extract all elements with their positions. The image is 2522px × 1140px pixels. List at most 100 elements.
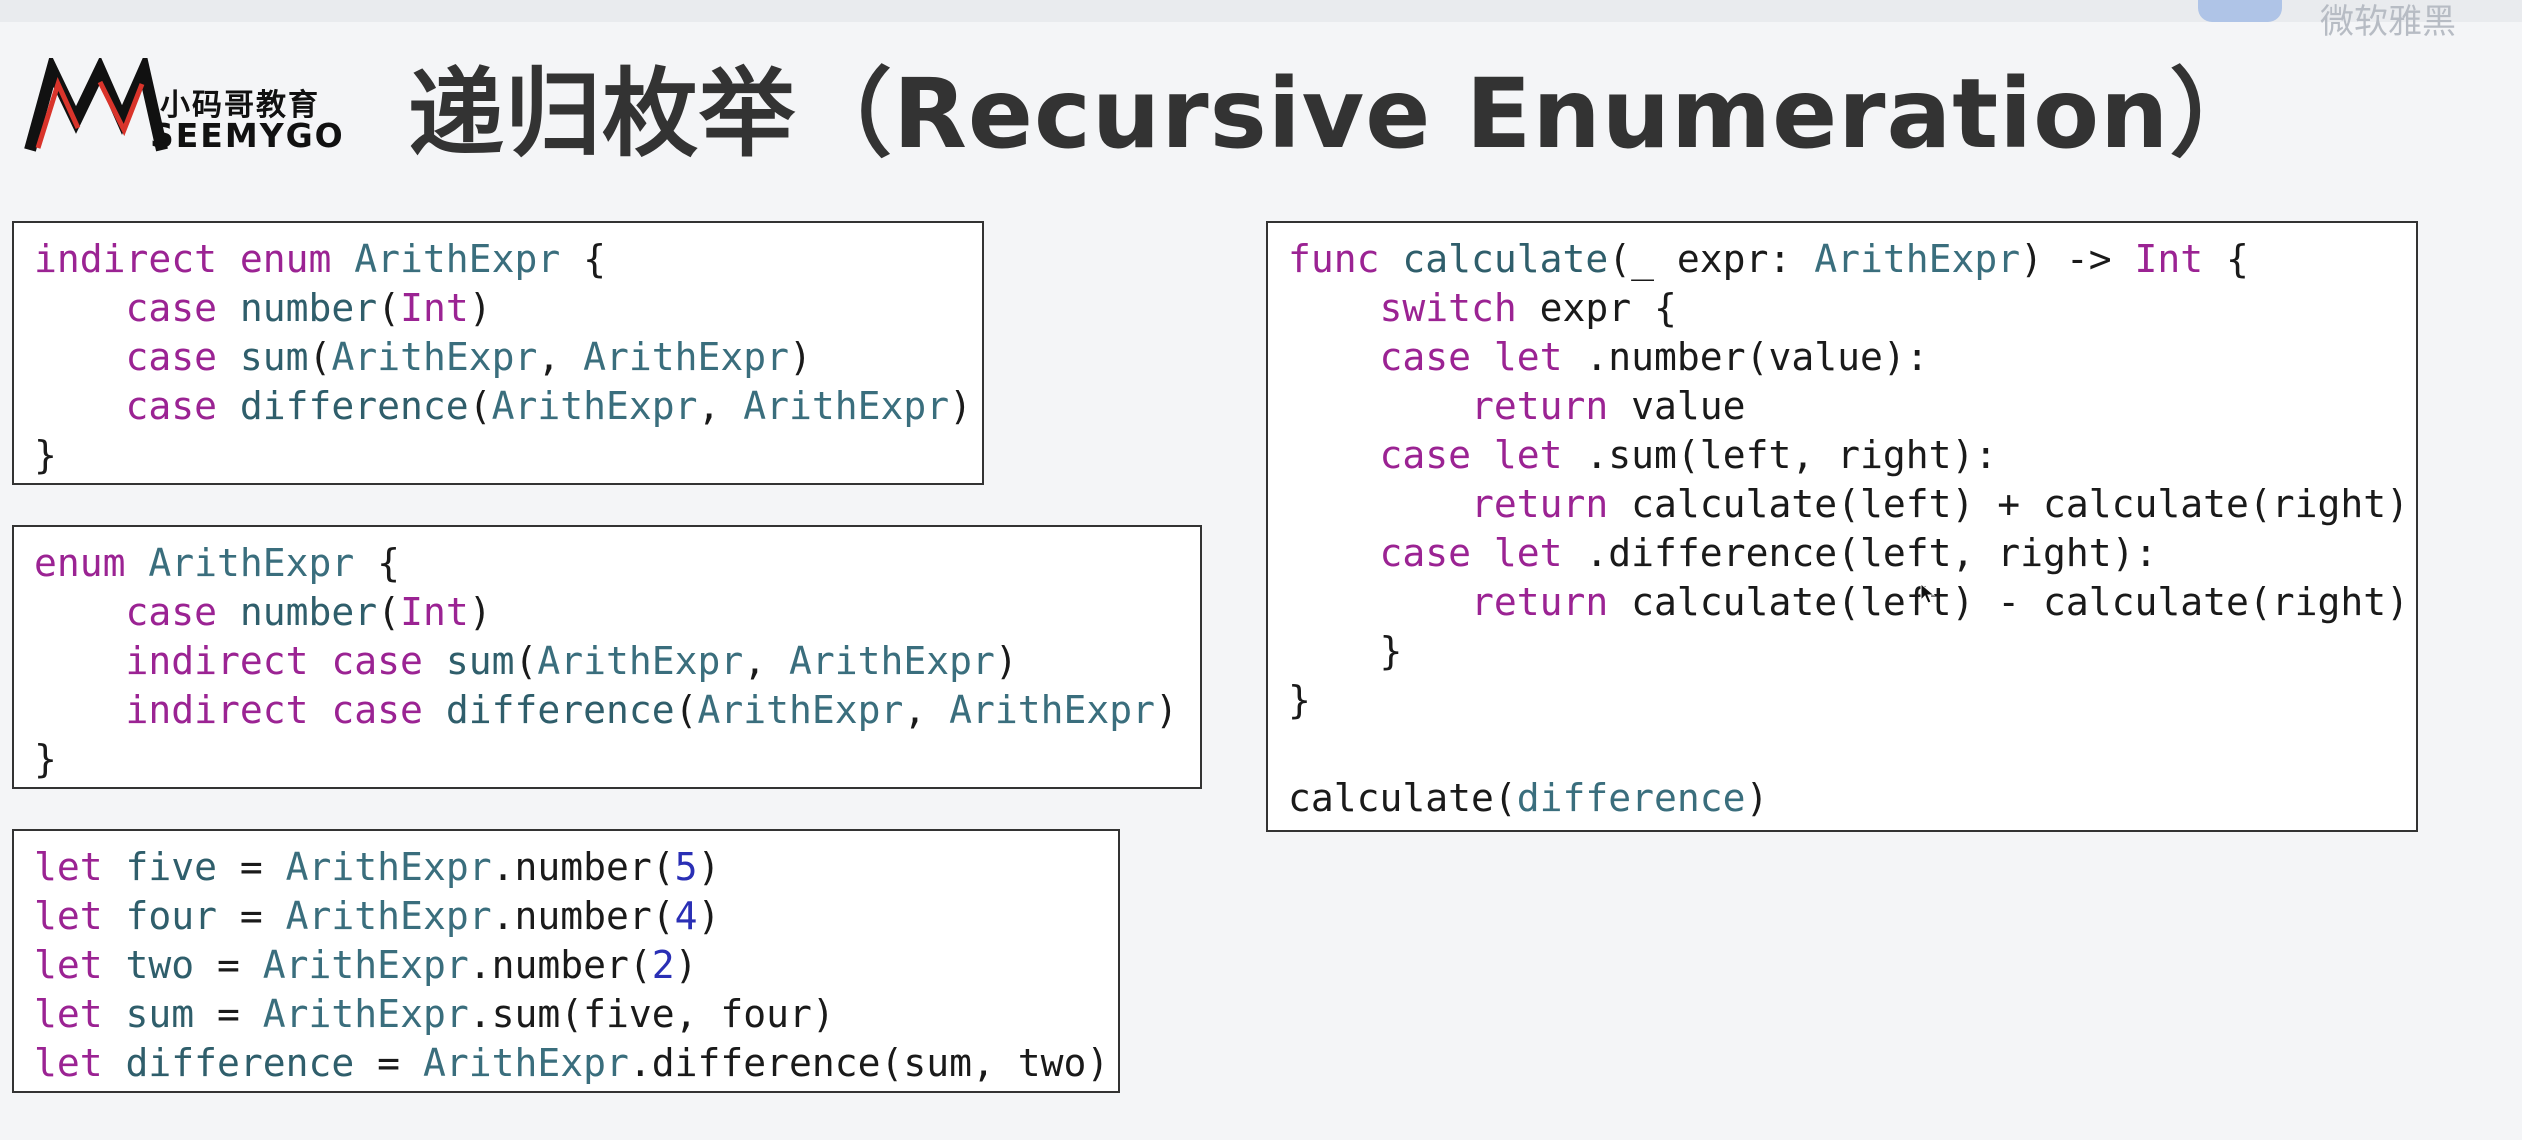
code-token: { [354,541,401,585]
code-token: number [239,590,378,634]
code-token: .number( [491,845,675,889]
code-token: ( [308,335,332,379]
code-token: case [34,384,240,428]
code-token: case let [1288,531,1586,575]
code-token: let [34,845,126,889]
code-token: 5 [674,845,698,889]
code-line: let five = ArithExpr.number(5) [34,843,1098,892]
code-token: func [1288,237,1403,281]
code-token: calculate [1402,237,1609,281]
code-token: .sum(left, right): [1585,433,1998,477]
code-token: ArithExpr [148,541,355,585]
code-token: = [217,845,286,889]
code-token: ( [377,286,401,330]
code-line: func calculate(_ expr: ArithExpr) -> Int… [1288,235,2396,284]
code-token: ArithExpr [743,384,950,428]
code-token: , [903,688,950,732]
code-line: indirect case sum(ArithExpr, ArithExpr) [34,637,1180,686]
code-token: case let [1288,335,1586,379]
code-token: ) [1155,688,1178,732]
code-token: } [1288,678,1311,722]
code-block-indirect-enum: indirect enum ArithExpr { case number(In… [12,221,984,485]
code-token: sum [239,335,309,379]
code-token: sum [125,992,195,1036]
code-token: sum [445,639,515,683]
code-token: } [1288,629,1403,673]
code-token: , [743,639,790,683]
code-line: enum ArithExpr { [34,539,1180,588]
code-token: ( [674,688,698,732]
code-token: { [2203,237,2249,281]
code-token: = [194,992,263,1036]
logo-name-cn: 小码哥教育 [160,88,320,123]
code-line: case number(Int) [34,284,962,333]
code-token: ) [468,590,492,634]
code-token: case [34,286,240,330]
code-token: difference [125,1041,355,1085]
code-token: Int [400,590,469,634]
code-token: return [1288,384,1632,428]
code-token: indirect case [34,688,446,732]
code-token: Int [400,286,469,330]
page-title: 递归枚举（Recursive Enumeration） [408,58,2267,170]
code-line: } [34,431,962,480]
code-block-indirect-cases: enum ArithExpr { case number(Int) indire… [12,525,1202,789]
code-line: let four = ArithExpr.number(4) [34,892,1098,941]
code-token: ( [468,384,492,428]
code-token: } [34,433,57,477]
code-token: ( [514,639,538,683]
code-block-let-values: let five = ArithExpr.number(5)let four =… [12,829,1120,1093]
code-token: ) [949,384,973,428]
code-block-calculate-func: func calculate(_ expr: ArithExpr) -> Int… [1266,221,2418,832]
code-token: ArithExpr [331,335,538,379]
code-token: } [34,737,57,781]
corner-badge [2198,0,2282,22]
code-line: case number(Int) [34,588,1180,637]
code-token: 4 [674,894,698,938]
code-token: ArithExpr [422,1041,629,1085]
code-line: case difference(ArithExpr, ArithExpr) [34,382,973,431]
code-token: four [125,894,218,938]
code-token: enum [34,541,149,585]
code-token: difference [445,688,675,732]
code-token: case [34,590,240,634]
code-line: } [34,735,1180,784]
code-token: ) [789,335,812,379]
code-token: .number(value): [1585,335,1929,379]
code-token: let [34,992,126,1036]
code-token: value [1631,384,1746,428]
code-token: ) [994,639,1018,683]
code-token: ) [468,286,492,330]
code-line: let two = ArithExpr.number(2) [34,941,1098,990]
code-token: ArithExpr [285,894,492,938]
code-token: expr { [1539,286,1677,330]
code-token: = [194,943,263,987]
code-token: ArithExpr [583,335,790,379]
mouse-cursor-icon [1920,583,1936,604]
code-token: ArithExpr [697,688,904,732]
code-token: calculate( [1288,776,1517,820]
code-token: ArithExpr [262,943,469,987]
code-token: ) [1745,776,1769,820]
code-token: let [34,1041,126,1085]
code-token: .number( [491,894,675,938]
code-line: case let .sum(left, right): [1288,431,2396,480]
code-line: case let .number(value): [1288,333,2396,382]
code-line: let difference = ArithExpr.difference(su… [34,1039,1109,1088]
code-token: ArithExpr [789,639,995,683]
seemygo-logo-icon [24,58,168,152]
code-token: (_ expr: [1608,237,1815,281]
code-token: , [697,384,744,428]
code-line: return calculate(left) - calculate(right… [1288,578,2409,627]
code-line: calculate(difference) [1288,774,2396,823]
code-token: two [125,943,195,987]
code-line: } [1288,676,2396,725]
code-token: indirect case [34,639,446,683]
top-strip [0,0,2522,22]
code-token: difference [239,384,469,428]
code-token: return [1288,580,1632,624]
code-line: switch expr { [1288,284,2396,333]
code-token: .difference(left, right): [1585,531,2158,575]
corner-watermark-text: 微软雅黑 [2320,2,2456,42]
code-token: let [34,943,126,987]
